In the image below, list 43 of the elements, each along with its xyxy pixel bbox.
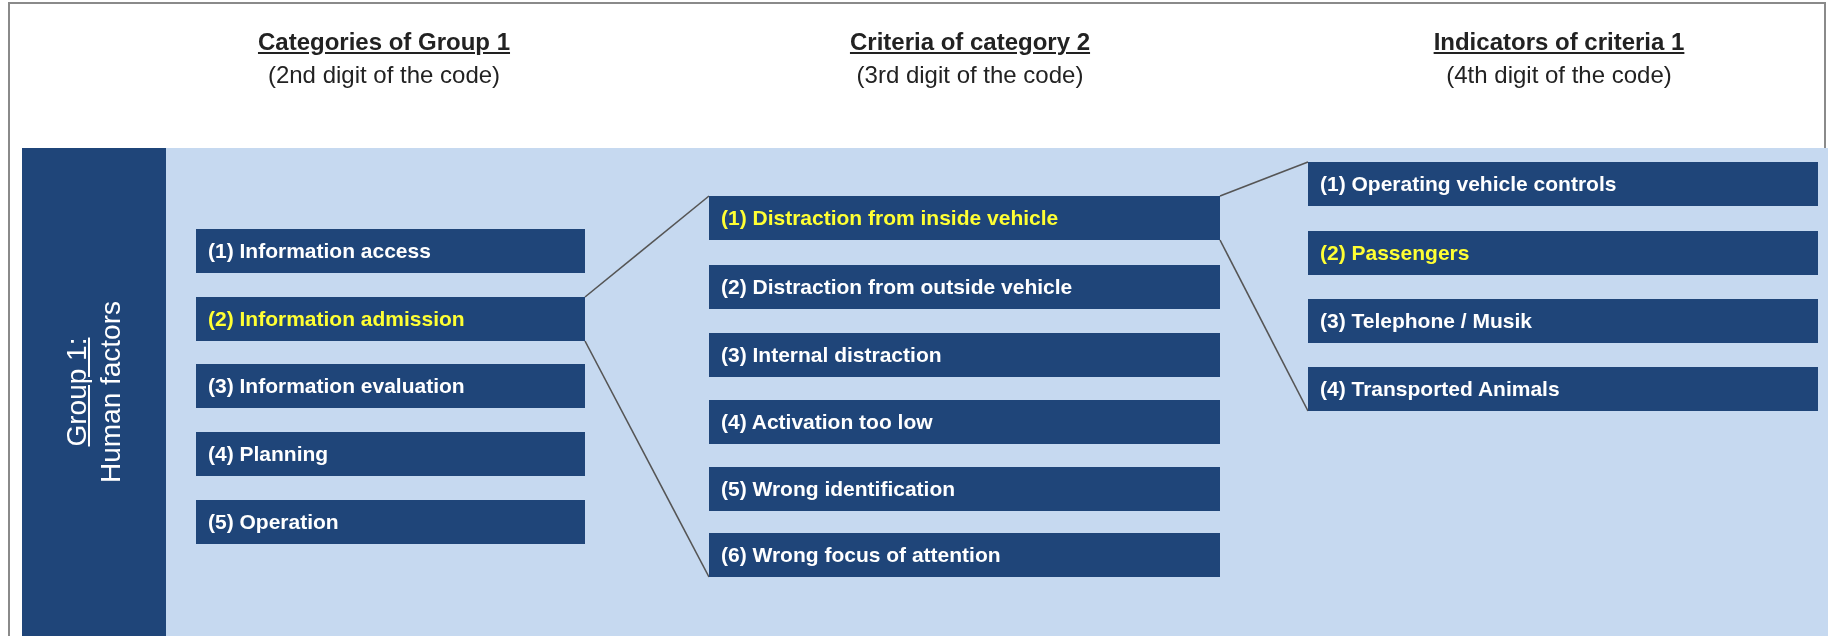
- box-label: (1) Information access: [208, 239, 431, 263]
- category-box: [196, 364, 585, 408]
- category-box: [1308, 231, 1818, 275]
- box-label: (4) Planning: [208, 442, 329, 466]
- column-subheading: (2nd digit of the code): [267, 60, 501, 90]
- column-heading: Criteria of category 2: [849, 27, 1091, 57]
- box-label: (2) Information admission: [208, 307, 465, 331]
- box-label: (3) Internal distraction: [721, 343, 942, 367]
- box-label: (1) Distraction from inside vehicle: [721, 206, 1059, 230]
- category-box: [196, 297, 585, 341]
- connector-line: [1219, 239, 1309, 412]
- category-box: [196, 500, 585, 544]
- category-box: [709, 265, 1220, 309]
- connector-line: [584, 340, 710, 578]
- category-box: [1308, 367, 1818, 411]
- box-label: (5) Operation: [208, 510, 339, 534]
- category-box: [196, 432, 585, 476]
- box-label: (2) Passengers: [1320, 241, 1470, 265]
- category-box: [709, 467, 1220, 511]
- category-box: [196, 229, 585, 273]
- category-box: [709, 400, 1220, 444]
- box-label: (2) Distraction from outside vehicle: [721, 275, 1073, 299]
- column-heading: Categories of Group 1: [257, 27, 510, 57]
- connector-line: [1219, 161, 1309, 197]
- group-name: Human factors: [94, 300, 127, 484]
- box-label: (6) Wrong focus of attention: [721, 543, 1001, 567]
- box-label: (4) Transported Animals: [1320, 377, 1560, 401]
- column-subheading: (3rd digit of the code): [856, 60, 1084, 90]
- column-heading: Indicators of criteria 1: [1433, 27, 1685, 57]
- group-band: [22, 148, 166, 636]
- category-box: [1308, 162, 1818, 206]
- category-box: [709, 196, 1220, 240]
- box-label: (3) Telephone / Musik: [1320, 309, 1532, 333]
- column-subheading: (4th digit of the code): [1446, 60, 1672, 90]
- box-label: (4) Activation too low: [721, 410, 933, 434]
- box-label: (5) Wrong identification: [721, 477, 956, 501]
- box-label: (1) Operating vehicle controls: [1320, 172, 1617, 196]
- category-box: [709, 333, 1220, 377]
- group-title: Group 1:: [60, 337, 93, 447]
- category-box: [1308, 299, 1818, 343]
- connector-line: [584, 195, 710, 298]
- category-box: [709, 533, 1220, 577]
- box-label: (3) Information evaluation: [208, 374, 465, 398]
